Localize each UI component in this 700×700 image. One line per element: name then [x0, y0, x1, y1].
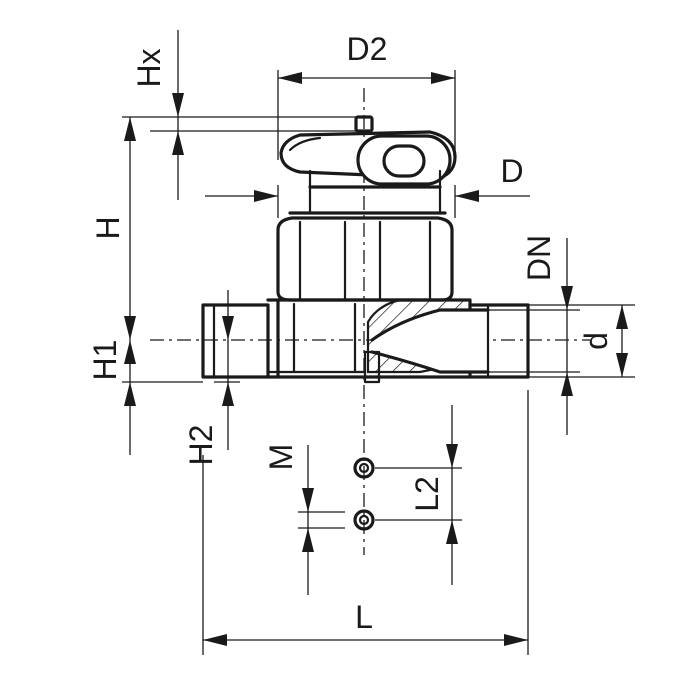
- dimension-d-pipe: [528, 304, 635, 378]
- label-l: L: [355, 599, 373, 635]
- dimension-d2: [277, 70, 456, 160]
- valve-handle: [279, 115, 457, 189]
- dimension-l2: [375, 405, 462, 585]
- label-dn: DN: [521, 235, 557, 281]
- label-hx: Hx: [131, 48, 167, 87]
- dimension-h: [124, 117, 136, 340]
- valve-bonnet: [276, 185, 454, 302]
- label-d-pipe: d: [578, 332, 614, 350]
- label-h2: H2: [183, 425, 219, 466]
- label-d: D: [500, 153, 523, 189]
- label-l2: L2: [409, 476, 445, 512]
- dimension-m: [298, 445, 345, 595]
- label-d2: D2: [347, 31, 388, 67]
- valve-body: [201, 298, 530, 384]
- label-h1: H1: [87, 340, 123, 381]
- dimension-d: [205, 185, 530, 218]
- mounting-holes: [353, 457, 375, 531]
- label-h: H: [90, 216, 126, 239]
- dimension-hx: [122, 30, 356, 200]
- dimension-h1: [122, 340, 203, 455]
- dimension-l: [202, 390, 529, 655]
- dimension-dn: [488, 238, 580, 435]
- dimension-h2: [214, 290, 240, 450]
- label-m: M: [263, 444, 299, 471]
